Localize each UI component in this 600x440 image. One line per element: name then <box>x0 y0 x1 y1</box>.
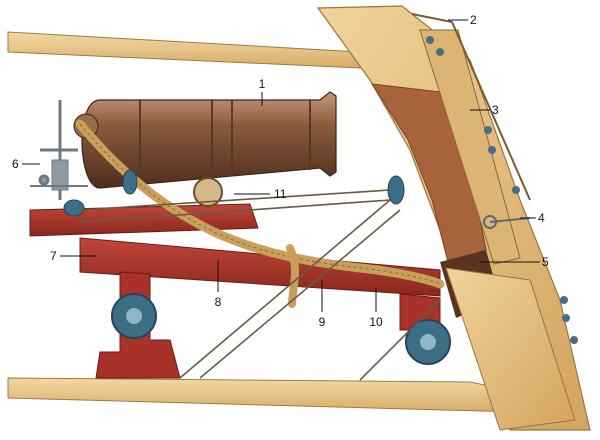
callout-7: 7 <box>50 249 57 263</box>
callout-4: 4 <box>538 211 545 225</box>
port-lid-rope <box>411 13 531 201</box>
callout-10: 10 <box>369 315 383 329</box>
upper-deck-beam <box>7 31 361 69</box>
callout-3: 3 <box>492 103 499 117</box>
lower-hull-block <box>445 267 576 431</box>
lower-deck-plank <box>7 377 521 413</box>
elevating-screw <box>30 100 88 200</box>
cannon-barrel <box>81 91 337 189</box>
callout-1: 1 <box>259 77 266 91</box>
port-lid <box>419 29 521 265</box>
trunnion <box>193 177 223 207</box>
callout-8: 8 <box>215 295 222 309</box>
leader-lines <box>22 19 540 312</box>
callout-5: 5 <box>542 255 549 269</box>
callout-2: 2 <box>470 13 477 27</box>
barrel-reinforce-rings <box>139 100 311 184</box>
callout-6: 6 <box>12 157 19 171</box>
rear-wheel <box>111 293 157 339</box>
hinge-bolts <box>426 36 578 344</box>
callout-11: 11 <box>274 187 287 201</box>
gun-tackle <box>79 189 441 381</box>
pulley-blocks <box>63 169 405 217</box>
callout-9: 9 <box>319 315 326 329</box>
front-wheel <box>405 319 451 365</box>
